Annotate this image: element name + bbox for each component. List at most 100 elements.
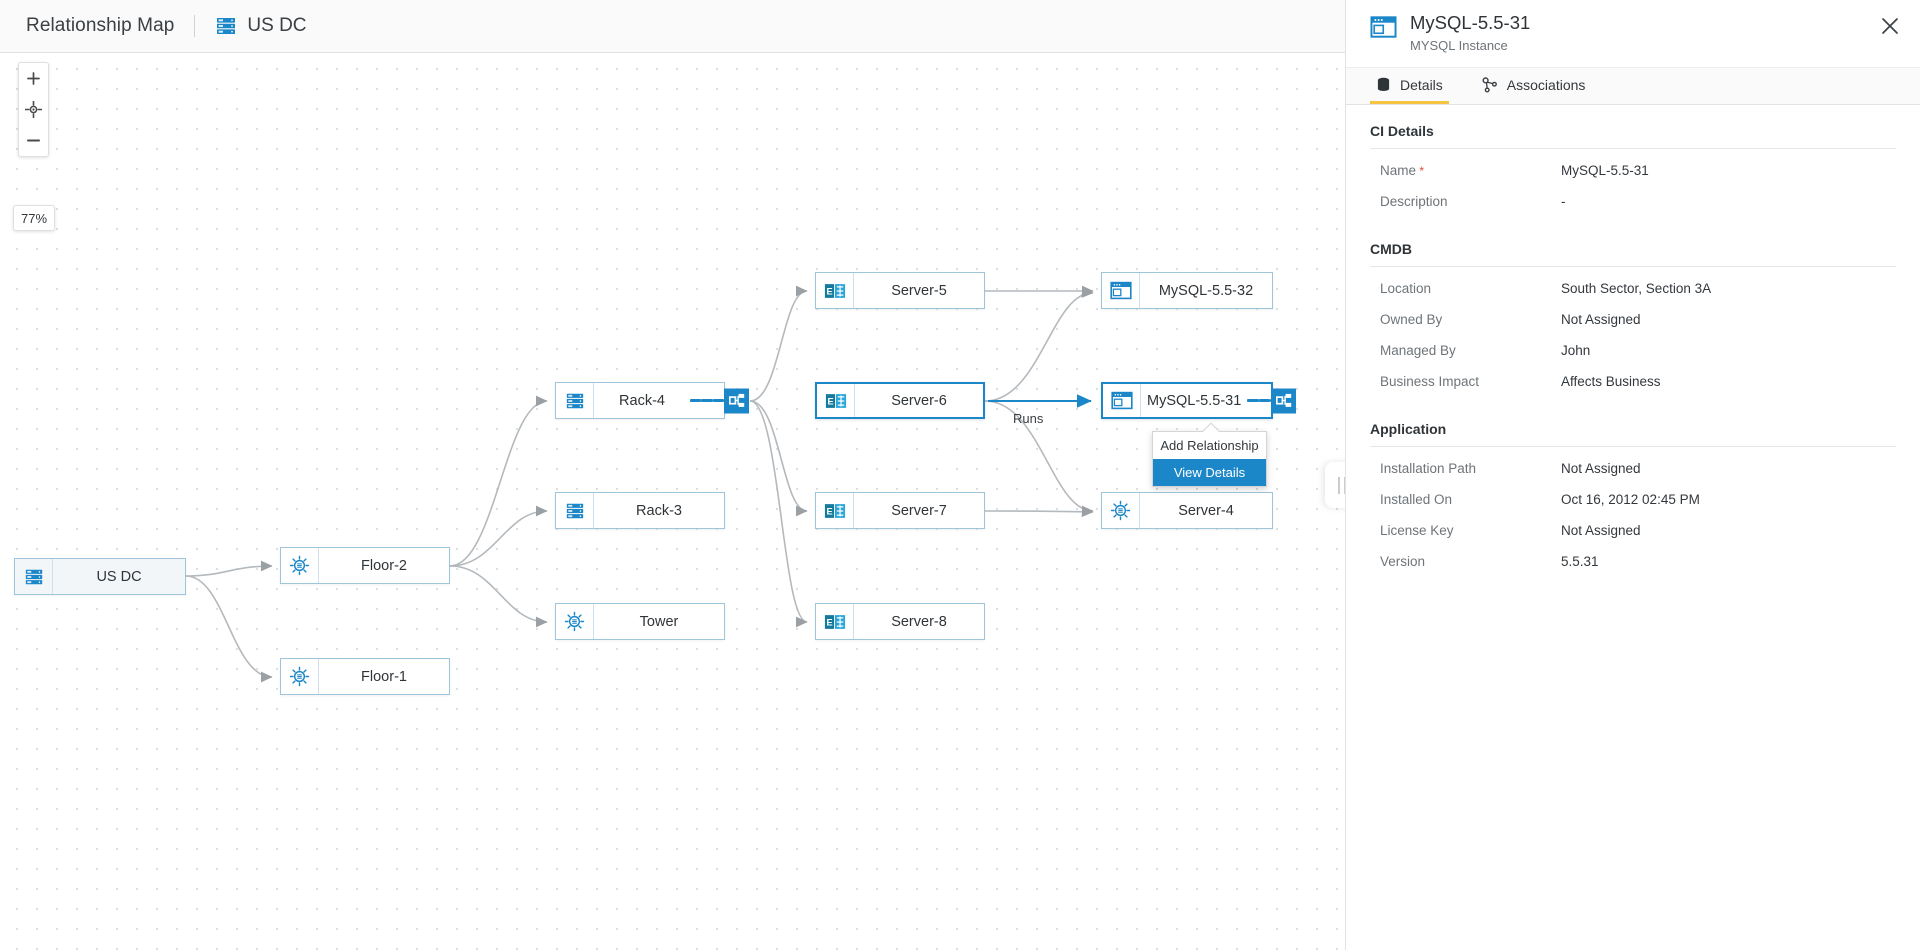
sun-burst-icon [1102,493,1140,528]
field-license-key: License Key Not Assigned [1370,515,1896,546]
field-label: Business Impact [1380,374,1480,389]
sun-burst-icon [281,659,319,694]
node-label: Server-6 [891,392,947,409]
exchange-icon: E [817,384,855,417]
drag-handle-icon [1343,476,1346,494]
field-location: Location South Sector, Section 3A [1370,273,1896,304]
sun-burst-icon [281,548,319,583]
node-menu-icon[interactable] [690,383,724,418]
node-label: MySQL-5.5-31 [1147,392,1242,409]
field-installation-path: Installation Path Not Assigned [1370,453,1896,484]
node-label: Server-5 [891,282,947,299]
node-tower[interactable]: Tower [555,603,725,640]
field-label: Managed By [1380,343,1456,358]
node-rack-3[interactable]: Rack-3 [555,492,725,529]
field-label: Installation Path [1380,461,1477,476]
graph-edges [185,285,1094,683]
window-app-icon [1103,384,1141,417]
associations-icon [1482,76,1498,93]
node-label: Rack-4 [619,392,665,409]
close-icon[interactable] [1881,17,1899,40]
context-menu-item-view-details[interactable]: View Details [1153,459,1266,486]
server-rack-icon [215,15,237,37]
exchange-icon: E [816,273,854,308]
field-business-impact: Business Impact Affects Business [1370,366,1896,397]
exchange-icon: E [816,493,854,528]
zoom-level-indicator[interactable]: 77% [13,205,55,231]
field-value: Not Assigned [1561,523,1641,538]
exchange-icon: E [816,604,854,639]
node-label: Floor-1 [361,668,407,685]
node-server-6[interactable]: E Server-6 [815,382,985,419]
field-owned-by: Owned By Not Assigned [1370,304,1896,335]
field-installed-on: Installed On Oct 16, 2012 02:45 PM [1370,484,1896,515]
edge-label-runs: Runs [1013,411,1044,426]
zoom-fit-icon[interactable] [19,94,48,125]
node-server-7[interactable]: E Server-7 [815,492,985,529]
field-version: Version 5.5.31 [1370,546,1896,577]
field-label: License Key [1380,523,1454,538]
node-label: Tower [639,613,679,630]
svg-text:E: E [826,506,832,516]
panel-title: MySQL-5.5-31 [1410,12,1531,33]
window-app-icon [1102,273,1140,308]
node-server-8[interactable]: E Server-8 [815,603,985,640]
relationship-map-canvas[interactable]: 77% [0,53,1345,950]
server-rack-icon [556,493,594,528]
node-label: Floor-2 [361,557,407,574]
section-title-ci-details: CI Details [1370,123,1896,149]
breadcrumb-current-item: US DC [247,15,307,36]
node-us-dc[interactable]: US DC [14,558,186,595]
zoom-controls [18,62,49,157]
node-rack-4[interactable]: Rack-4 [555,382,749,419]
field-label: Location [1380,281,1432,296]
field-value: Not Assigned [1561,461,1641,476]
server-rack-icon [556,383,594,418]
field-value: Oct 16, 2012 02:45 PM [1561,492,1700,507]
field-label: Owned By [1380,312,1443,327]
tab-associations[interactable]: Associations [1476,68,1592,104]
field-label: Installed On [1380,492,1453,507]
sun-burst-icon [556,604,594,639]
panel-subtitle: MYSQL Instance [1410,38,1508,53]
breadcrumb-root-link[interactable]: Relationship Map [26,15,175,36]
window-app-icon [1370,15,1397,44]
panel-header: MySQL-5.5-31 MYSQL Instance [1346,0,1920,67]
zoom-out-button[interactable] [19,125,48,156]
database-icon [1376,77,1391,93]
node-label: Server-8 [891,613,947,630]
field-value: John [1561,343,1591,358]
node-label: MySQL-5.5-32 [1158,282,1254,299]
field-description: Description - [1370,186,1896,217]
node-floor-2[interactable]: Floor-2 [280,547,450,584]
required-asterisk: * [1416,164,1425,178]
context-menu-item-add-relationship[interactable]: Add Relationship [1160,438,1259,453]
server-rack-icon [15,559,53,594]
field-label: Version [1380,554,1426,569]
expand-children-icon[interactable] [724,388,749,413]
tab-label: Details [1400,76,1443,93]
top-breadcrumb-bar: Relationship Map US DC [0,0,1345,53]
details-panel: MySQL-5.5-31 MYSQL Instance Details [1345,0,1920,950]
node-mysql-5-5-32[interactable]: MySQL-5.5-32 [1101,272,1273,309]
breadcrumb-separator [194,15,196,37]
field-name: Name * MySQL-5.5-31 [1370,155,1896,186]
field-value: Not Assigned [1561,312,1641,327]
drag-handle-icon [1338,476,1341,494]
node-server-4[interactable]: Server-4 [1101,492,1273,529]
svg-text:E: E [826,617,832,627]
field-value: South Sector, Section 3A [1561,281,1712,296]
node-context-menu[interactable]: Add Relationship View Details [1152,422,1267,487]
node-server-5[interactable]: E Server-5 [815,272,985,309]
svg-text:E: E [826,286,832,296]
node-label: Rack-3 [636,502,682,519]
node-label: US DC [96,568,142,585]
field-value: - [1561,194,1566,209]
node-mysql-5-5-31[interactable]: MySQL-5.5-31 [1101,382,1296,419]
node-floor-1[interactable]: Floor-1 [280,658,450,695]
tab-label: Associations [1506,76,1586,93]
tab-details[interactable]: Details [1370,68,1449,104]
expand-children-icon[interactable] [1271,388,1296,413]
zoom-in-button[interactable] [19,63,48,94]
field-managed-by: Managed By John [1370,335,1896,366]
